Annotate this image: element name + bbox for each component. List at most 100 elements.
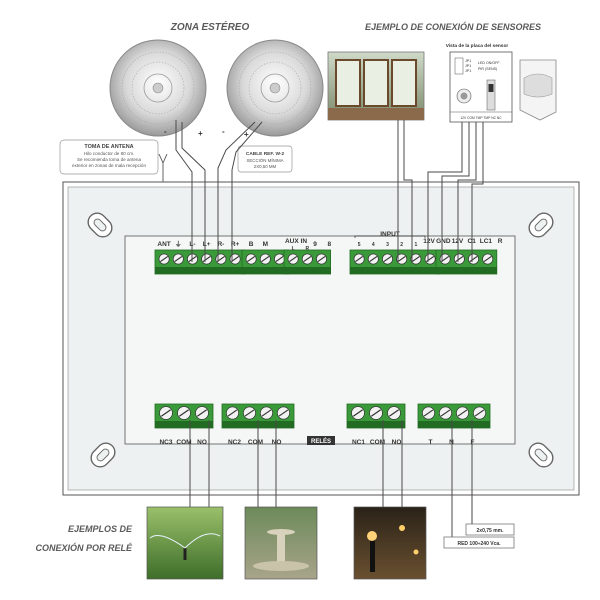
sensor-terminal-labels: 12V COM TMP TMP NC NC [460, 116, 502, 120]
terminal-label-89: 8 [327, 241, 331, 248]
terminal-blocks [154, 249, 498, 429]
speaker-right: - + [222, 39, 324, 139]
screw-terminal[interactable] [172, 253, 184, 265]
screw-terminal[interactable] [453, 253, 465, 265]
input-header: INPUT [380, 231, 400, 238]
speaker-right-minus: - [222, 127, 225, 136]
screw-terminal[interactable] [287, 253, 299, 265]
antenna-note-title: TOMA DE ANTENA [84, 144, 133, 150]
screw-terminal[interactable] [351, 406, 365, 420]
screw-terminal[interactable] [301, 253, 313, 265]
jp-label-1: JP1 [465, 59, 471, 63]
screw-terminal[interactable] [456, 406, 469, 420]
cable-note-line1: CABLE REF. W-2 [246, 151, 285, 157]
screw-terminal[interactable] [468, 253, 479, 265]
reles-badge: RELÉS [307, 436, 335, 445]
cable-note: CABLE REF. W-2 SECCIÓN MÍNIMA 2X0,50 MM [237, 145, 293, 173]
speaker-left-plus: + [198, 129, 203, 138]
screw-terminal[interactable] [158, 253, 170, 265]
terminal-label-power: GND [436, 238, 451, 245]
screw-terminal[interactable] [274, 253, 285, 265]
cable-note-line3: 2X0,50 MM [254, 164, 277, 169]
screw-terminal[interactable] [226, 406, 239, 420]
speaker-right-plus: + [244, 130, 249, 139]
heading-sensores: EJEMPLO DE CONEXIÓN DE SENSORES [365, 21, 541, 32]
screw-terminal[interactable] [159, 406, 173, 420]
heading-zona-estereo: ZONA ESTÉREO [170, 20, 250, 33]
screw-terminal[interactable] [410, 253, 422, 265]
screw-terminal[interactable] [215, 253, 227, 265]
screw-terminal[interactable] [260, 406, 273, 420]
pir-sensor [519, 59, 557, 121]
terminal-block-power [435, 249, 498, 275]
terminal-label-mains: T [429, 439, 433, 446]
screw-terminal[interactable] [243, 406, 256, 420]
terminal-label-89: 9 [313, 241, 317, 248]
terminal-label-input-num: 5 [358, 242, 361, 248]
terminal-label-rele1: COM [370, 439, 385, 446]
sensor-detail: Vista de la placa del sensor JP1 JP1 JP1… [446, 43, 513, 123]
screw-terminal[interactable] [195, 406, 209, 420]
terminal-block-rele1 [346, 403, 406, 429]
photo-sprinkler [146, 506, 224, 580]
mount-tab-bottom-left [90, 442, 116, 468]
screw-terminal[interactable] [367, 253, 379, 265]
terminal-label-rele3: NC3 [159, 439, 172, 446]
terminal-block-input [349, 249, 440, 275]
terminal-label-rele2: NC2 [228, 439, 241, 446]
cable-note-line2: SECCIÓN MÍNIMA [246, 158, 283, 163]
terminal-block-mains [417, 403, 491, 429]
screw-terminal[interactable] [482, 253, 494, 265]
terminal-label-rele3: COM [176, 439, 191, 446]
screw-terminal[interactable] [473, 406, 486, 420]
heading-rele-line2: CONEXIÓN POR RELÉ [35, 542, 133, 553]
mains-section-note: 2x0,75 mm. [465, 523, 515, 536]
photo-fountain [244, 506, 318, 580]
speaker-left-minus: - [164, 127, 167, 136]
screw-terminal[interactable] [369, 406, 383, 420]
screw-terminal[interactable] [259, 253, 271, 265]
heading-rele-line1: EJEMPLOS DE [68, 524, 133, 534]
screw-terminal[interactable] [439, 253, 451, 265]
terminal-label-audio: R- [217, 241, 224, 248]
screw-terminal[interactable] [439, 406, 452, 420]
terminal-block-audio [154, 249, 245, 275]
aux-in-header: AUX IN [285, 238, 307, 245]
antenna-note-line1: Hilo conductor de 80 cm. [84, 151, 135, 156]
screw-terminal[interactable] [201, 253, 213, 265]
terminal-label-rele3: NO [197, 439, 207, 446]
window-photo [327, 51, 425, 121]
screw-terminal[interactable] [396, 253, 408, 265]
antenna-note-line2: Se recomienda toma de antena [77, 157, 142, 162]
terminal-label-aux-sub: L [292, 246, 295, 252]
terminal-block-bm [241, 249, 289, 275]
sensor-led-label: LED ON/OFF [478, 61, 500, 65]
screw-terminal[interactable] [422, 406, 435, 420]
screw-terminal[interactable] [387, 406, 401, 420]
mains-voltage-note: RED 100÷240 Vca. [443, 536, 515, 549]
terminal-label-input-num: 2 [400, 242, 403, 248]
terminal-label-power: LC1 [480, 238, 493, 245]
speaker-left: - + [109, 39, 207, 138]
terminal-label-input-num: 3 [386, 242, 389, 248]
mount-tab-top-left [87, 212, 113, 238]
screw-terminal[interactable] [177, 406, 191, 420]
mains-section-text: 2x0,75 mm. [477, 528, 505, 534]
screw-terminal[interactable] [277, 406, 290, 420]
screw-terminal[interactable] [353, 253, 365, 265]
wires [175, 120, 484, 541]
screw-terminal[interactable] [229, 253, 241, 265]
terminal-label-bm: B [249, 241, 254, 248]
screw-terminal[interactable] [316, 253, 327, 265]
antenna-note: TOMA DE ANTENA Hilo conductor de 80 cm. … [59, 139, 159, 175]
screw-terminal[interactable] [245, 253, 257, 265]
terminal-label-audio: L+ [203, 241, 211, 248]
screw-terminal[interactable] [382, 253, 393, 265]
screw-terminal[interactable] [424, 253, 436, 265]
jp-label-3: JP1 [465, 69, 471, 73]
terminal-block-rele3 [154, 403, 214, 429]
reles-badge-label: RELÉS [311, 437, 331, 445]
terminal-label-audio: ⏚ [175, 240, 182, 248]
mount-tab-top-right [528, 212, 554, 238]
